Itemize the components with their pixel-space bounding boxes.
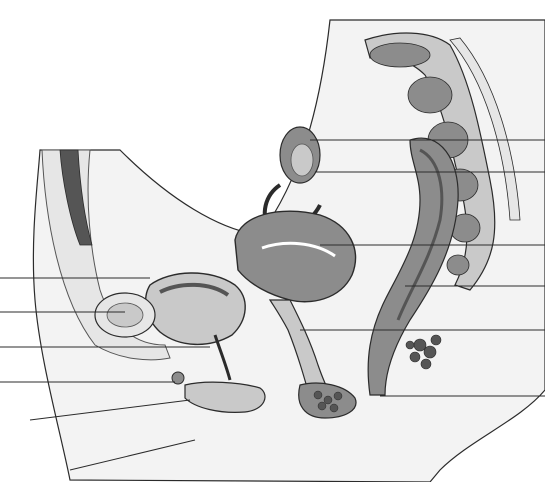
pubic-bone-inner [107,303,143,327]
ovary-inner [291,144,313,176]
